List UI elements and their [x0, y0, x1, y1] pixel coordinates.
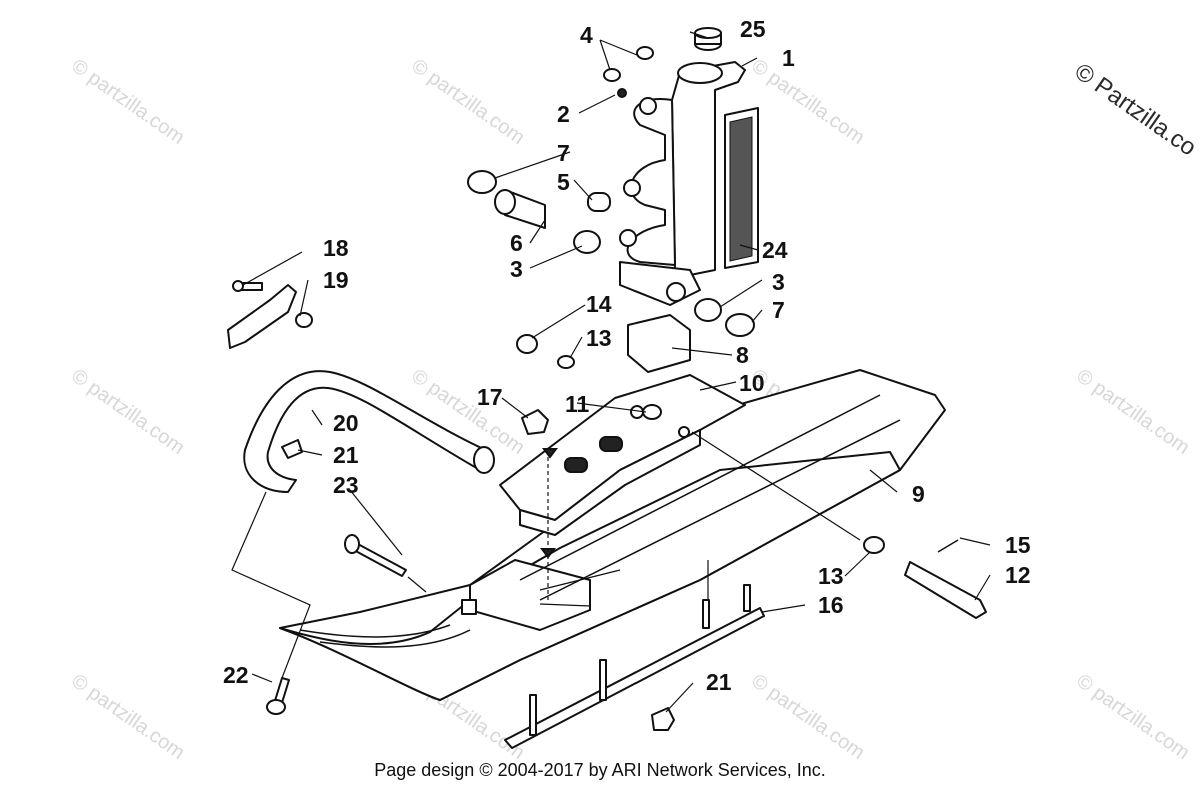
callout-8: 8 [736, 342, 749, 368]
callout-13: 13 [818, 563, 844, 589]
callout-5: 5 [557, 169, 570, 195]
wear-bar-part [504, 584, 765, 749]
callout-15: 15 [1005, 532, 1031, 558]
ski-saddle-mount [499, 374, 746, 600]
callout-18: 18 [323, 235, 349, 261]
callout-25: 25 [740, 16, 766, 42]
ski-part [279, 369, 946, 701]
callout-23: 23 [333, 472, 359, 498]
callout-7: 7 [557, 140, 570, 166]
callout-3: 3 [510, 256, 523, 282]
callout-1: 1 [782, 45, 795, 71]
callout-24: 24 [762, 237, 788, 263]
handle-bracket [227, 280, 313, 349]
callout-6: 6 [510, 230, 523, 256]
callout-3: 3 [772, 269, 785, 295]
callout-16: 16 [818, 592, 844, 618]
callout-21: 21 [333, 442, 359, 468]
callout-10: 10 [739, 370, 765, 396]
callout-labels: 1 2 3 3 4 5 6 7 7 8 9 10 11 12 13 13 14 … [223, 16, 1031, 695]
spindle-decal [724, 107, 759, 269]
callout-12: 12 [1005, 562, 1031, 588]
callout-14: 14 [586, 291, 612, 317]
callout-19: 19 [323, 267, 349, 293]
callout-11: 11 [565, 391, 590, 417]
callout-7: 7 [772, 297, 785, 323]
bolts [266, 534, 407, 715]
leader-lines [231, 31, 991, 713]
callout-17: 17 [477, 384, 503, 410]
spindle-part [619, 61, 746, 306]
small-hardware [467, 46, 987, 619]
ski-handle-loop [243, 370, 495, 493]
callout-13: 13 [586, 325, 612, 351]
callout-22: 22 [223, 662, 249, 688]
callout-2: 2 [557, 101, 570, 127]
callout-21: 21 [706, 669, 732, 695]
callout-20: 20 [333, 410, 359, 436]
callout-4: 4 [580, 22, 593, 48]
copyright-footer: Page design © 2004-2017 by ARI Network S… [374, 760, 826, 780]
spindle-cap [694, 27, 722, 51]
callout-9: 9 [912, 481, 925, 507]
